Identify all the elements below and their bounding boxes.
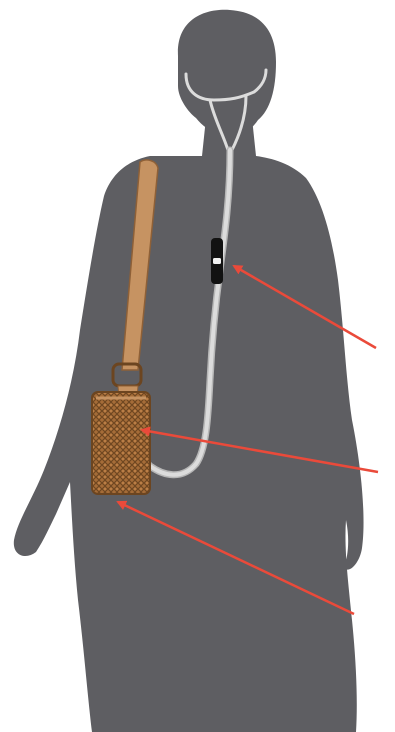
torso [14, 156, 364, 732]
head [178, 10, 276, 136]
tube-clip-icon [211, 238, 223, 284]
person-silhouette-icon [14, 10, 364, 732]
bag-pouch [92, 392, 150, 494]
